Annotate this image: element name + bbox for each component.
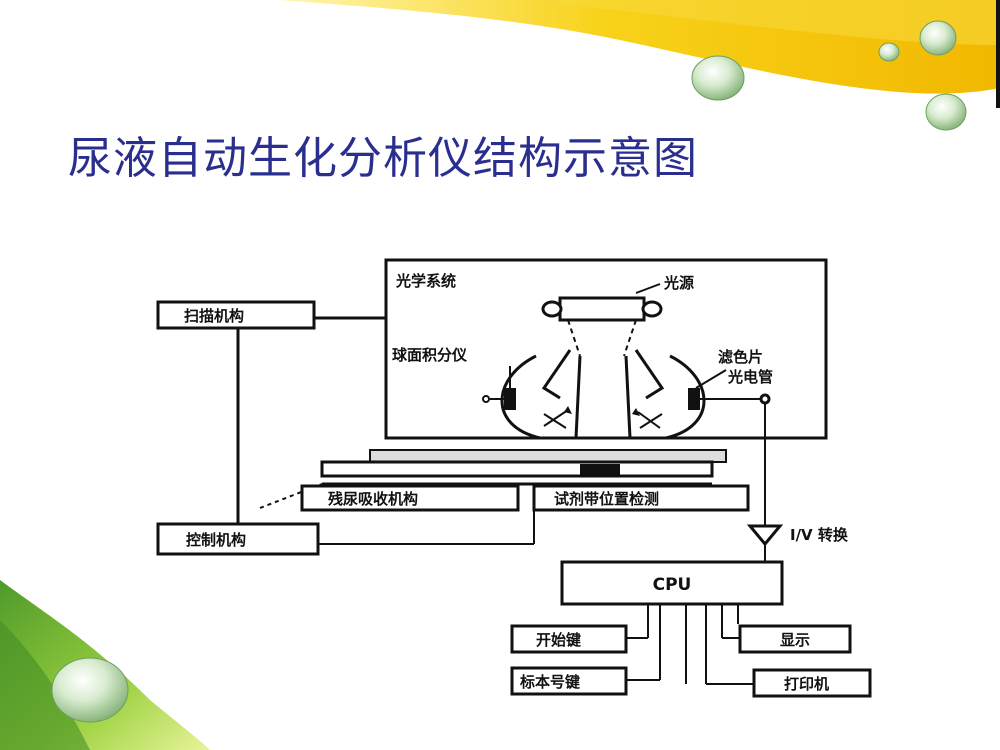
light-source-label: 光源 xyxy=(663,274,694,292)
analyzer-structure-diagram: 光学系统 光源 球面积分仪 滤色片 光电管 xyxy=(156,258,872,698)
water-drop-icon xyxy=(925,93,967,131)
control-mechanism-box xyxy=(156,522,320,556)
optical-system-label: 光学系统 xyxy=(395,272,456,290)
iv-conversion-label: I/V 转换 xyxy=(790,526,849,544)
start-key-label: 开始键 xyxy=(536,631,581,649)
scanning-mechanism-label: 扫描机构 xyxy=(184,307,244,325)
water-drop-icon xyxy=(919,20,957,56)
water-drop-icon xyxy=(51,657,129,723)
scanning-mechanism-box xyxy=(156,300,316,330)
optical-system-box xyxy=(384,258,828,440)
display-label: 显示 xyxy=(780,631,810,649)
strip-position-label: 试剂带位置检测 xyxy=(554,490,659,508)
cpu-box xyxy=(560,560,784,606)
color-filter-label: 滤色片 xyxy=(718,348,763,366)
water-drop-icon xyxy=(878,42,900,62)
control-mechanism-label: 控制机构 xyxy=(186,531,246,549)
display-box xyxy=(738,624,852,654)
water-drop-icon xyxy=(691,55,745,101)
cpu-label: CPU xyxy=(653,575,692,595)
residual-urine-label: 残尿吸收机构 xyxy=(328,490,418,508)
iv-converter-symbol xyxy=(746,524,784,547)
specimen-number-key-box xyxy=(510,666,628,696)
strip-position-box xyxy=(532,484,750,512)
printer-label: 打印机 xyxy=(784,675,829,693)
printer-box xyxy=(752,668,872,698)
light-source-lamp xyxy=(558,296,646,322)
start-key-box xyxy=(510,624,628,654)
residual-urine-box xyxy=(300,484,520,512)
slide-title: 尿液自动生化分析仪结构示意图 xyxy=(68,133,698,184)
integrating-sphere-label: 球面积分仪 xyxy=(392,346,468,364)
photomultiplier-label: 光电管 xyxy=(727,368,773,386)
integrating-sphere xyxy=(500,354,706,440)
specimen-number-key-label: 标本号键 xyxy=(519,673,580,691)
